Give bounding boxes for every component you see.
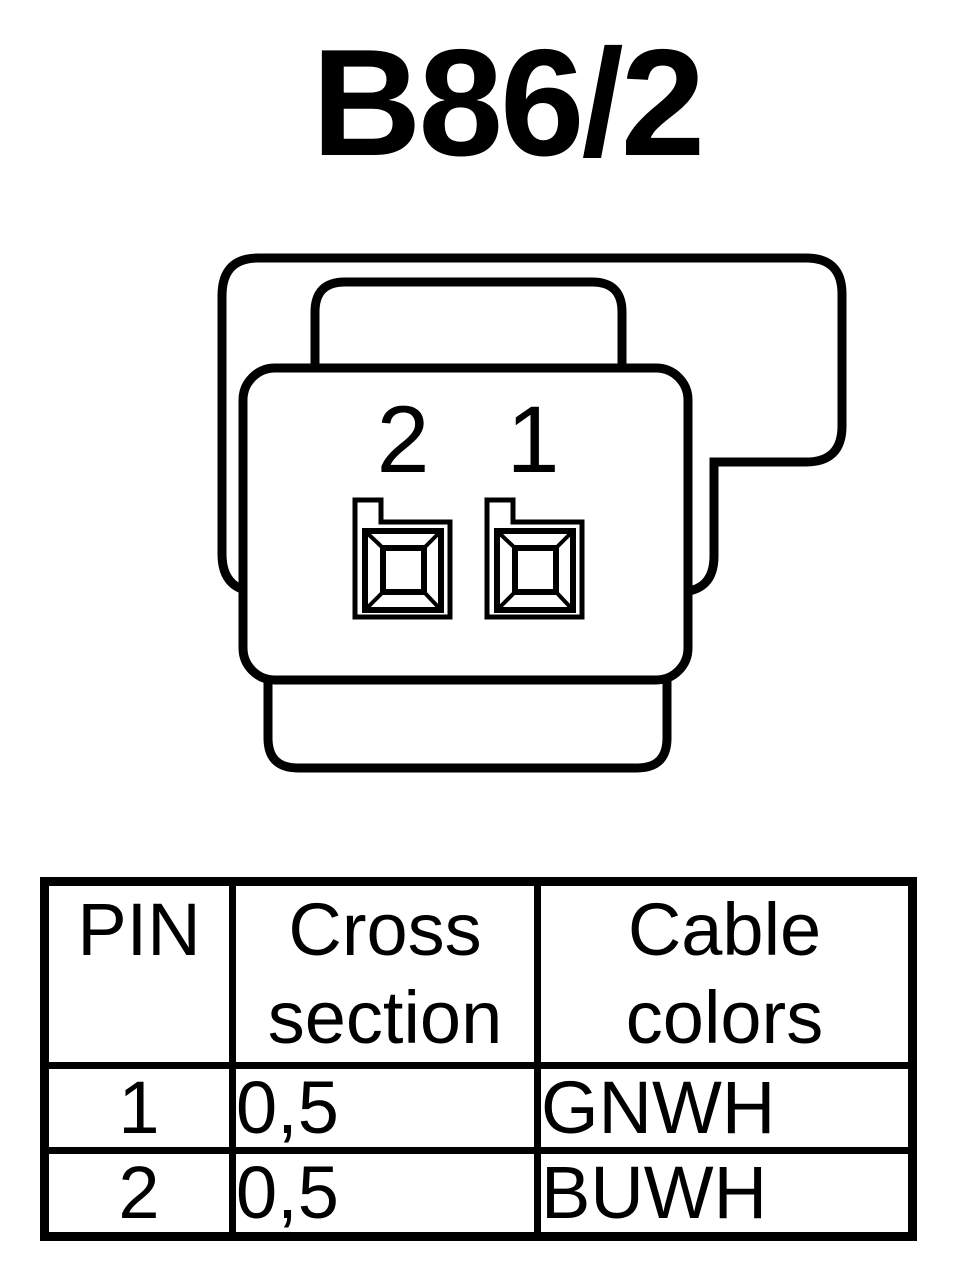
cell-pin-2: 2 [41, 1147, 236, 1240]
pin-2-socket [352, 497, 453, 620]
col-header-cable-colors: Cable colors [534, 878, 916, 1069]
col-header-cross-section: Cross section [229, 878, 541, 1069]
pin-1-label: 1 [507, 387, 560, 493]
pin-2-label: 2 [377, 387, 430, 493]
table-row: 2 0,5 BUWH [41, 1147, 916, 1240]
cell-cross-section-2: 0,5 [229, 1147, 541, 1240]
table-row: 1 0,5 GNWH [41, 1062, 916, 1154]
connector-front-face [238, 363, 693, 685]
pin-1-socket [484, 497, 585, 620]
cell-cross-section-1: 0,5 [229, 1062, 541, 1154]
col-header-pin: PIN [41, 878, 236, 1069]
cell-cable-color-1: GNWH [534, 1062, 916, 1154]
cell-cable-color-2: BUWH [534, 1147, 916, 1240]
table-header-row: PIN Cross section Cable colors [41, 878, 916, 1069]
connector-diagram: 2 1 [217, 253, 847, 773]
cell-pin-1: 1 [41, 1062, 236, 1154]
connector-title: B86/2 [311, 18, 706, 188]
pin-table: PIN Cross section Cable colors 1 0,5 GNW… [40, 877, 917, 1241]
